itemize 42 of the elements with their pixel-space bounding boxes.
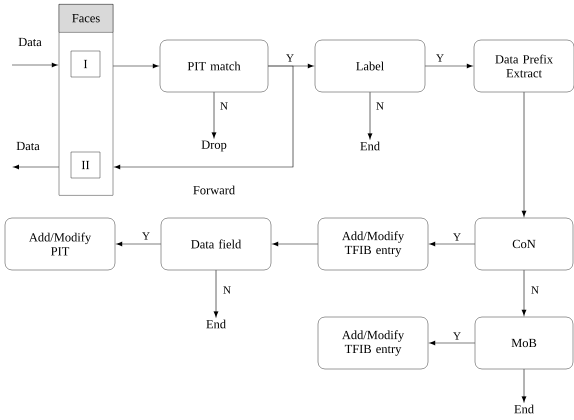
arrow xyxy=(368,92,372,140)
process-box: PIT match xyxy=(160,40,268,92)
edge-label: N xyxy=(222,285,232,295)
arrow xyxy=(13,164,60,170)
edge-label: Y xyxy=(452,232,462,242)
edge-label: Data xyxy=(17,36,43,48)
arrow xyxy=(522,92,526,217)
arrow xyxy=(114,66,294,170)
edge-label: N xyxy=(530,285,540,295)
arrow xyxy=(116,242,162,246)
arrow xyxy=(214,270,218,318)
arrow xyxy=(272,242,318,246)
arrow xyxy=(424,64,473,68)
arrow xyxy=(522,368,526,402)
arrow xyxy=(429,340,476,346)
process-box: Add/Modify PIT xyxy=(4,218,116,270)
process-box: Data Prefix Extract xyxy=(474,40,574,92)
edge-label: Y xyxy=(435,53,445,63)
interface-box: I xyxy=(70,50,100,78)
process-box: CoN xyxy=(474,218,574,270)
edge-label: Data xyxy=(15,140,41,152)
arrow xyxy=(112,64,159,68)
interface-box: II xyxy=(70,152,100,178)
process-box: Add/Modify TFIB entry xyxy=(318,316,428,370)
end-text: End xyxy=(206,320,226,328)
edge-label: Y xyxy=(285,53,295,63)
edge-label: N xyxy=(219,101,229,111)
arrow xyxy=(522,270,526,316)
process-box: Data field xyxy=(160,218,272,270)
arrow xyxy=(212,92,216,138)
process-box: Add/Modify TFIB entry xyxy=(318,218,428,270)
edge-label: Y xyxy=(141,231,151,241)
edge-label: Forward xyxy=(192,184,236,196)
arrow xyxy=(12,62,58,68)
edge-label: Y xyxy=(452,331,462,341)
arrow xyxy=(429,242,476,246)
process-box: Label xyxy=(314,40,426,92)
end-text: End xyxy=(514,404,534,414)
end-text: Drop xyxy=(202,140,226,152)
edge-label: N xyxy=(375,101,385,111)
process-box: MoB xyxy=(474,316,574,370)
end-text: End xyxy=(360,142,380,150)
